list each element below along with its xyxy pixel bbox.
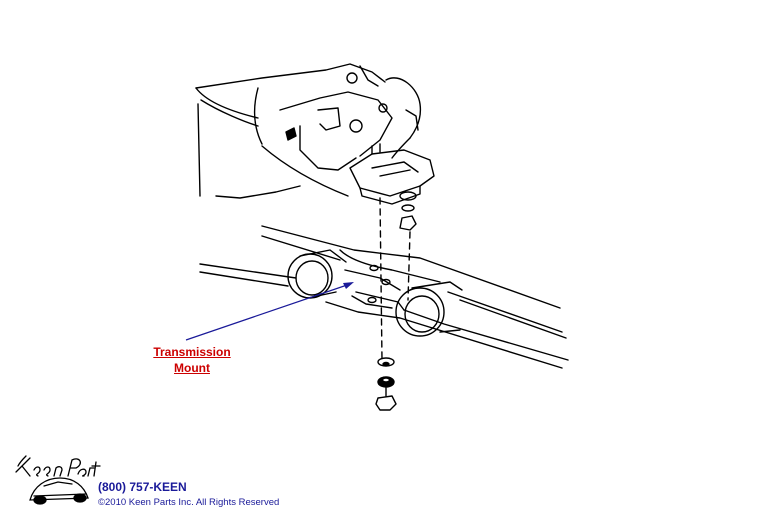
copyright-text: ©2010 Keen Parts Inc. All Rights Reserve… xyxy=(98,497,280,508)
upper-mount-bracket xyxy=(349,143,435,205)
transmission-housing xyxy=(195,63,422,199)
phone-number: (800) 757-KEEN xyxy=(98,480,187,494)
left-tube-end xyxy=(287,249,347,299)
callout-line-2: Mount xyxy=(174,361,210,375)
lower-washers-and-bolt xyxy=(375,357,397,411)
callout-line-1: Transmission xyxy=(153,345,231,359)
callout-arrow xyxy=(185,282,354,341)
transmission-mount-link[interactable]: Transmission Mount xyxy=(148,344,236,376)
crossmember xyxy=(199,225,569,369)
right-tube-end xyxy=(395,281,463,337)
keen-parts-logo xyxy=(15,455,101,505)
upper-nut-washer xyxy=(399,204,417,231)
